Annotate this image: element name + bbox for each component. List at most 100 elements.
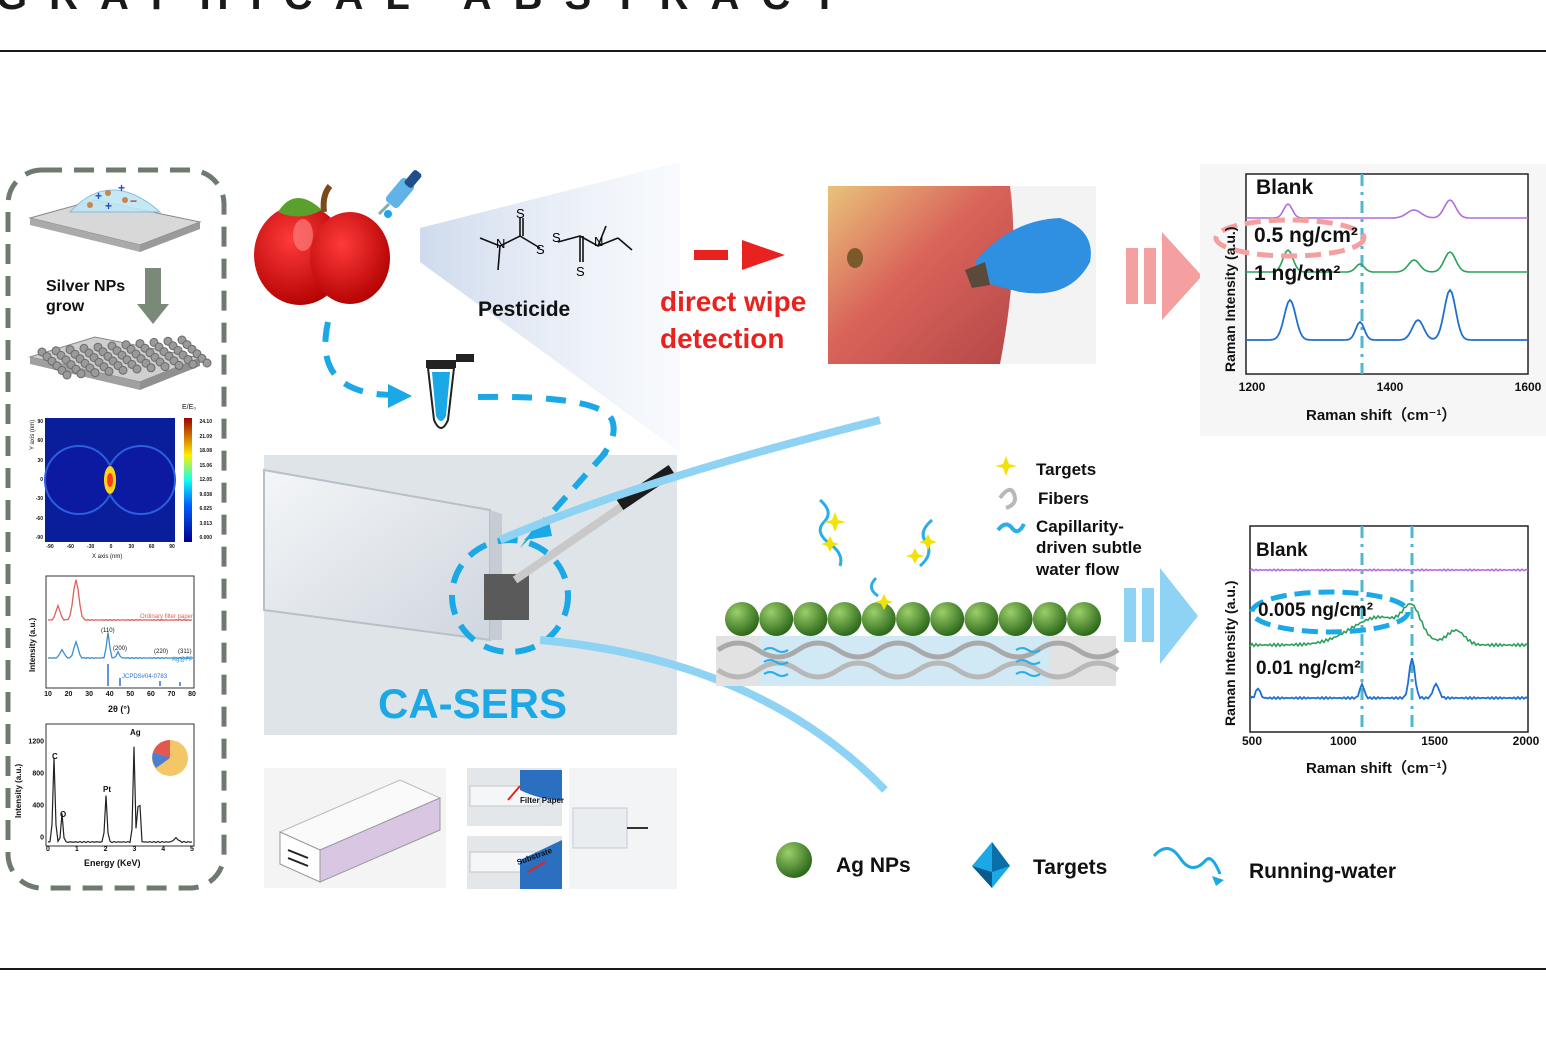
device-3d-render [264,768,446,888]
eds-x-label: Energy (KeV) [84,858,141,868]
ag-np-sphere [759,602,794,636]
eds-peak-pt: Pt [103,785,111,794]
fdtd-y-tick-4: -30 [35,496,43,503]
xrd-legend-jcpds: JCPDS#04-0783 [122,674,168,680]
ag-np-sphere [1032,602,1067,636]
apple-icon [254,184,390,305]
fdtd-colorbar-tick-2: 18.08 [199,448,212,454]
molecule-n2: N [594,234,603,249]
eds-y-tick-1: 800 [32,770,44,778]
np-particle [76,369,86,379]
np-particle [118,365,128,375]
legend-flow-text-3: water flow [1036,560,1120,579]
ag-np-sphere [861,602,896,636]
spectrum-bottom-x-tick-1: 1000 [1329,734,1357,748]
graphical-abstract-title: GRAPHICAL ABSTRACT [0,0,859,19]
fdtd-x-tick-4: 30 [128,544,135,550]
eds-x-tick-3: 3 [132,846,137,853]
fdtd-colorbar-tick-1: 21.09 [199,433,212,440]
xrd-x-tick-6: 70 [167,691,176,698]
eds-y-tick-0: 1200 [28,738,44,746]
ag-np-row [725,602,1101,636]
xrd-peak-311: (311) [178,649,192,655]
eds-x-tick-4: 4 [161,846,166,853]
top-divider [0,50,1546,52]
spectrum-top-chart [1200,164,1546,436]
legend-running-water-icon [1152,847,1222,875]
spectrum-bottom-x-tick-3: 2000 [1512,734,1540,748]
zoom-line-top [498,416,881,544]
dropper-icon [377,170,422,218]
fdtd-y-tick-0: 90 [37,419,43,425]
inset-filter-paper-label: Filter Paper [520,796,565,805]
xrd-x-tick-5: 60 [146,691,155,698]
spectrum-bottom-x-label: Raman shift（cm⁻¹） [1306,760,1457,777]
xrd-x-label: 2θ (°) [108,704,130,714]
eppendorf-tube-icon [426,354,474,429]
fdtd-x-tick-6: 90 [169,544,175,550]
eds-peak-c: C [52,752,58,761]
fdtd-x-tick-5: 60 [148,544,155,550]
fdtd-x-tick-0: -90 [46,544,54,550]
eds-x-tick-1: 1 [74,846,79,853]
spectrum-top-x-tick-0: 1200 [1238,380,1266,394]
legend-running-water-text: Running-water [1249,860,1396,883]
grow-arrow-head [137,304,169,324]
spectrum-bottom-x-tick-0: 500 [1241,734,1263,748]
np-particle [62,370,72,380]
fdtd-y-tick-6: -90 [35,535,43,541]
xrd-peak-220: (220) [154,649,169,655]
ag-np-sphere [1067,602,1101,636]
spectrum-bottom-y-label: Raman Intensity (a.u.) [1222,580,1238,726]
np-particle [202,358,212,368]
svg-text:−: − [130,194,137,208]
xrd-legend-agfp: Ag@FP [172,657,194,663]
spectrum-top-x-tick-1: 1400 [1376,380,1404,394]
fdtd-x-tick-3: 0 [109,544,113,550]
bottom-divider [0,968,1546,970]
fdtd-colorbar-tick-7: 3.013 [199,520,212,527]
molecule-s3: S [552,230,561,245]
spectrum-bottom-series-005: 0.005 ng/cm² [1258,600,1374,621]
np-particle [90,368,100,378]
xrd-y-label: Intensity (a.u.) [28,617,37,672]
pink-arrow [1126,232,1202,320]
eds-y-tick-2: 400 [32,802,44,810]
spectrum-top-y-label: Raman Intensity (a.u.) [1222,226,1238,372]
red-arrow-dash [694,250,728,260]
legend-flow-icon [996,522,1026,534]
thiram-molecule [479,218,633,271]
fdtd-colorbar-tick-8: 0.000 [199,535,212,541]
legend-ag-np-icon [776,842,812,878]
inset-photo-device-side [569,768,677,889]
ca-sers-label: CA-SERS [378,680,568,727]
xrd-x-tick-7: 80 [188,691,196,698]
eds-y-label: Intensity (a.u.) [14,763,23,818]
filter-paper-substrate [484,574,529,620]
substrate-highlight-circle [449,537,571,655]
synthesis-panel-frame: + + − + [5,167,227,891]
zoom-line-bottom [539,636,888,793]
spectrum-top-x-label: Raman shift（cm⁻¹） [1306,407,1457,424]
eds-x-tick-2: 2 [103,846,108,853]
fdtd-colorbar-tick-5: 9.038 [199,491,212,498]
xrd-x-tick-3: 40 [105,691,114,698]
xrd-x-tick-0: 10 [44,691,52,698]
synthesis-panel: + + − + [0,0,240,1062]
molecule-s2: S [536,242,545,257]
capillary-flow-marks [763,647,1041,677]
fdtd-colorbar [184,418,192,542]
eds-x-tick-5: 5 [190,846,194,853]
np-particle [188,359,198,369]
fdtd-y-tick-2: 30 [37,457,43,464]
spectrum-bottom-series-001: 0.01 ng/cm² [1256,658,1361,679]
fdtd-map [44,418,176,542]
flow-arrow-1 [388,384,412,408]
legend-target-sparkle-icon [995,456,1017,476]
flow-path-2 [477,393,617,473]
fdtd-y-tick-5: -60 [35,515,43,522]
flow-path-1 [322,321,396,398]
svg-text:+: + [95,189,102,203]
ag-np-sphere [725,602,759,636]
molecule-s1: S [516,206,525,221]
